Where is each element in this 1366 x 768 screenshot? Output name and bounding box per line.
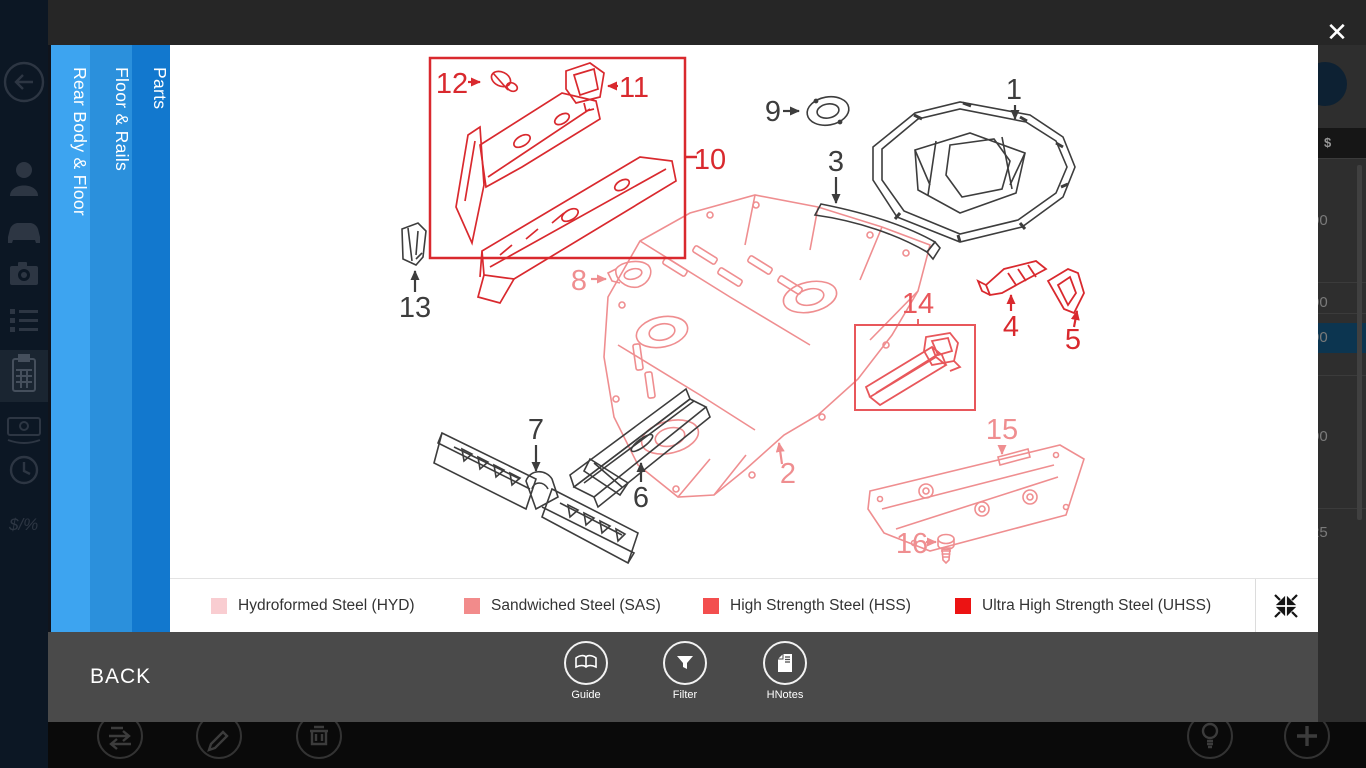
tab-label: Parts	[150, 67, 170, 110]
tab-gap	[48, 45, 51, 632]
modal-command-bar: BACK Guide Filter	[48, 632, 1318, 722]
legend-item: Hydroformed Steel (HYD)	[211, 579, 415, 633]
button-label: Guide	[571, 689, 601, 701]
part-trunk-floor-1	[872, 101, 1076, 243]
part-bracket-5	[1046, 267, 1085, 328]
collapse-icon[interactable]	[1273, 593, 1299, 619]
profile-icon[interactable]	[10, 162, 38, 196]
guide-button[interactable]: Guide	[548, 639, 624, 717]
payments-icon[interactable]	[7, 417, 41, 444]
legend-item: High Strength Steel (HSS)	[703, 579, 911, 633]
part-label-9: 9	[765, 96, 781, 128]
legend-item: Ultra High Strength Steel (UHSS)	[955, 579, 1211, 633]
price-column-header: $	[1318, 128, 1366, 158]
part-rail-6	[569, 387, 711, 509]
part-label-11: 11	[619, 72, 649, 104]
rates-icon[interactable]: $/%	[8, 515, 38, 534]
tab-label: Floor & Rails	[112, 67, 132, 172]
table-row: 00	[1318, 428, 1328, 445]
part-grommet-9	[783, 95, 850, 127]
overlay-top-band	[48, 0, 1366, 45]
part-bracket-4	[976, 260, 1048, 311]
part-label-7: 7	[528, 414, 544, 446]
transfer-icon[interactable]	[97, 722, 143, 759]
legend-swatch	[955, 598, 971, 614]
delete-icon[interactable]	[296, 722, 342, 759]
part-reinforcement-14	[854, 319, 976, 411]
part-label-5: 5	[1065, 324, 1081, 356]
legend-label: Sandwiched Steel (SAS)	[491, 597, 661, 614]
hnotes-button[interactable]: HNotes	[747, 639, 823, 717]
divider	[1255, 579, 1256, 632]
part-label-13: 13	[399, 292, 431, 324]
legend-swatch	[464, 598, 480, 614]
photos-icon[interactable]	[10, 262, 38, 285]
part-bracket-8	[591, 260, 652, 289]
part-label-6: 6	[633, 482, 649, 514]
add-icon[interactable]	[1284, 722, 1330, 759]
part-label-1: 1	[1006, 74, 1022, 106]
background-estimate-table: $ 00 00 00 00 25	[1318, 45, 1366, 722]
material-legend: Hydroformed Steel (HYD) Sandwiched Steel…	[170, 578, 1318, 632]
filter-button[interactable]: Filter	[647, 639, 723, 717]
part-label-2: 2	[780, 458, 796, 490]
legend-swatch	[211, 598, 227, 614]
part-label-3: 3	[828, 146, 844, 178]
legend-label: Hydroformed Steel (HYD)	[238, 597, 415, 614]
app-sidebar: $/%	[0, 0, 48, 768]
part-label-12: 12	[436, 68, 468, 100]
open-book-icon	[564, 641, 608, 685]
part-screw-16	[926, 533, 955, 565]
part-group-10-box	[428, 56, 697, 304]
back-button[interactable]: BACK	[90, 665, 152, 688]
background-app-bar	[48, 722, 1366, 768]
close-icon[interactable]: ✕	[1326, 17, 1348, 47]
tab-rear-body-floor[interactable]: Rear Body & Floor	[51, 45, 90, 632]
button-label: HNotes	[766, 689, 804, 701]
part-label-10: 10	[694, 144, 726, 176]
background-fab	[1318, 62, 1347, 106]
part-rear-floor-pan	[603, 194, 931, 498]
table-row: 00	[1318, 212, 1328, 229]
part-crossmember-7	[433, 431, 639, 565]
part-label-15: 15	[986, 414, 1018, 446]
table-row: 00	[1318, 294, 1328, 311]
sidebar-icons: $/%	[0, 61, 48, 534]
legend-label: High Strength Steel (HSS)	[730, 597, 911, 614]
history-icon[interactable]	[9, 455, 39, 485]
legend-swatch	[703, 598, 719, 614]
estimate-icon[interactable]	[12, 354, 36, 392]
part-label-14: 14	[902, 288, 934, 320]
edit-icon[interactable]	[196, 722, 242, 759]
checklist-icon[interactable]	[10, 309, 38, 332]
legend-item: Sandwiched Steel (SAS)	[464, 579, 661, 633]
part-label-4: 4	[1003, 311, 1019, 343]
tab-parts[interactable]: Parts	[132, 45, 170, 632]
legend-label: Ultra High Strength Steel (UHSS)	[982, 597, 1212, 614]
tab-floor-rails[interactable]: Floor & Rails	[90, 45, 132, 632]
table-row: 25	[1318, 524, 1328, 541]
part-label-8: 8	[571, 265, 587, 297]
back-icon[interactable]	[3, 61, 45, 103]
scrollbar[interactable]	[1357, 165, 1362, 520]
tab-label: Rear Body & Floor	[70, 67, 90, 217]
ideas-icon[interactable]	[1187, 722, 1233, 759]
vehicle-icon[interactable]	[8, 223, 40, 243]
note-document-icon	[763, 641, 807, 685]
part-plate-13	[401, 222, 427, 292]
part-floor-cover-15	[867, 444, 1085, 552]
parts-diagram: 2 8 15	[170, 45, 1318, 578]
part-strip-3	[813, 177, 941, 261]
part-label-16: 16	[896, 528, 928, 560]
button-label: Filter	[672, 689, 698, 701]
funnel-icon	[663, 641, 707, 685]
